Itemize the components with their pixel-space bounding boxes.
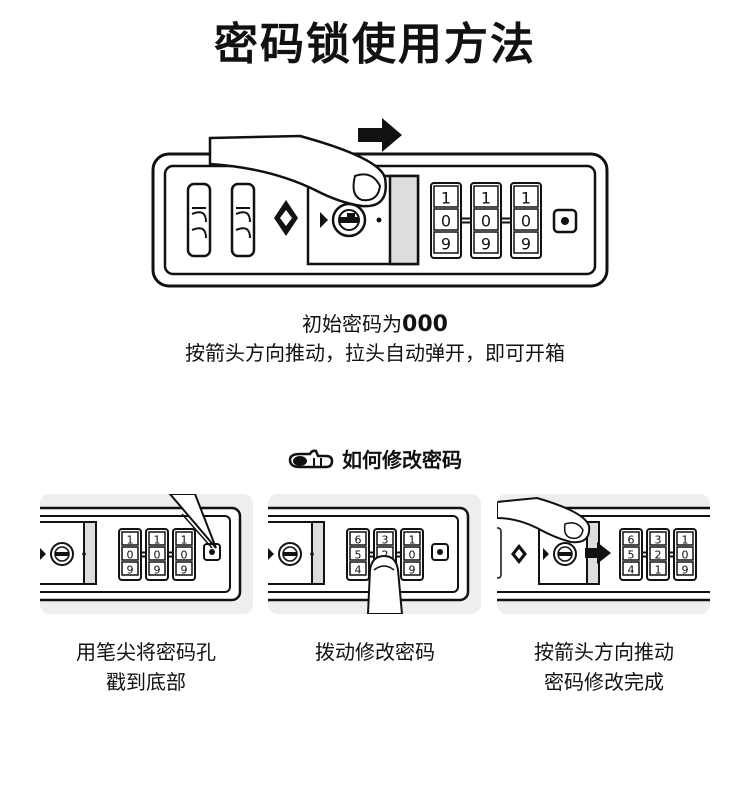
finger-icon <box>208 134 387 208</box>
page-title: 密码锁使用方法 <box>214 19 536 70</box>
step-2-caption: 拨动修改密码 <box>255 637 495 667</box>
dial-wheel-3[interactable]: 1 0 9 <box>172 528 196 581</box>
dial-wheel-2[interactable]: 1 0 9 <box>145 528 173 581</box>
pointing-hand-icon <box>288 448 334 475</box>
dial-digit: 3 <box>382 533 389 546</box>
step-2-caption-line1: 拨动修改密码 <box>315 640 435 664</box>
dial-digit: 5 <box>628 548 635 561</box>
dial-digit: 1 <box>127 533 134 546</box>
step-3-caption: 按箭头方向推动 密码修改完成 <box>484 637 724 697</box>
dial-wheel-1[interactable]: 6 5 4 <box>619 528 647 581</box>
step-1-caption-line2: 戳到底部 <box>106 670 186 694</box>
dial-digit: 9 <box>481 234 491 253</box>
diamond-logo-icon <box>274 200 298 236</box>
dial-wheel-1[interactable]: 1 0 9 <box>430 182 471 259</box>
step-3-caption-line1: 按箭头方向推动 <box>534 640 674 664</box>
zipper-slider-left <box>186 182 212 258</box>
dial-wheel-3[interactable]: 1 0 9 <box>510 182 542 259</box>
step-2-panel: 6 5 4 3 2 11 0 9 <box>268 494 481 614</box>
dial-digit: 9 <box>521 234 531 253</box>
dial-digit: 0 <box>181 548 188 561</box>
keyhole-icon <box>553 542 577 566</box>
initial-code: 000 <box>402 312 448 337</box>
dial-digit: 4 <box>628 563 635 576</box>
dial-wheel-1[interactable]: 1 0 9 <box>118 528 146 581</box>
dial-digit: 1 <box>154 533 161 546</box>
main-lock-illustration: 1 0 9 1 0 9 1 0 9 <box>151 118 609 288</box>
finger-icon <box>497 496 591 544</box>
dial-digit: 3 <box>655 533 662 546</box>
intro-caption: 初始密码为000 按箭头方向推动，拉头自动弹开，即可开箱 <box>0 310 750 368</box>
dial-digit: 9 <box>127 563 134 576</box>
keyhole-icon <box>278 542 302 566</box>
keyhole-icon <box>50 542 74 566</box>
push-arrow-icon <box>585 542 611 564</box>
diamond-logo-icon <box>511 544 527 564</box>
dial-digit: 1 <box>409 533 416 546</box>
dial-digit: 4 <box>355 563 362 576</box>
dial-digit: 9 <box>682 563 689 576</box>
step-1-caption-line1: 用笔尖将密码孔 <box>76 640 216 664</box>
section-title-row: 如何修改密码 <box>0 444 750 475</box>
reset-hole-icon <box>552 208 578 234</box>
push-arrow-icon <box>358 118 402 152</box>
dial-digit: 6 <box>355 533 362 546</box>
dial-digit: 0 <box>682 548 689 561</box>
dial-digit: 0 <box>441 211 451 230</box>
dial-digit: 9 <box>154 563 161 576</box>
dial-digit: 0 <box>481 211 491 230</box>
finger-icon <box>366 554 404 614</box>
dial-digit: 1 <box>441 188 451 207</box>
step-3-caption-line2: 密码修改完成 <box>544 670 664 694</box>
zipper-slider-right <box>230 182 256 258</box>
dial-wheel-2[interactable]: 1 0 9 <box>470 182 511 259</box>
dial-digit: 0 <box>409 548 416 561</box>
keyhole-icon <box>331 202 367 238</box>
dial-wheel-1[interactable]: 6 5 4 <box>346 528 374 581</box>
dial-digit: 5 <box>355 548 362 561</box>
dial-digit: 0 <box>521 211 531 230</box>
step-1-panel: 1 0 9 1 0 9 1 0 9 <box>40 494 253 614</box>
dial-digit: 9 <box>441 234 451 253</box>
dial-digit: 2 <box>382 548 389 561</box>
section-title: 如何修改密码 <box>342 448 462 472</box>
dial-digit: 1 <box>655 563 662 576</box>
dial-digit: 2 <box>655 548 662 561</box>
dial-digit: 1 <box>682 533 689 546</box>
dial-digit: 1 <box>181 533 188 546</box>
dial-digit: 6 <box>628 533 635 546</box>
intro-text: 初始密码为 <box>302 312 403 336</box>
dial-wheel-2[interactable]: 3 2 1 <box>646 528 674 581</box>
dial-digit: 1 <box>481 188 491 207</box>
small-arrow-icon <box>320 212 328 228</box>
step-3-panel: 6 5 4 3 2 1 1 0 9 <box>497 494 710 614</box>
dial-wheel-3[interactable]: 1 0 9 <box>673 528 697 581</box>
intro-instruction: 按箭头方向推动，拉头自动弹开，即可开箱 <box>185 341 565 365</box>
dial-digit: 0 <box>127 548 134 561</box>
dial-digit: 9 <box>181 563 188 576</box>
pen-tip-icon <box>168 494 217 549</box>
step-1-caption: 用笔尖将密码孔 戳到底部 <box>26 637 266 697</box>
dial-digit: 0 <box>154 548 161 561</box>
dial-digit: 1 <box>521 188 531 207</box>
dial-wheel-3[interactable]: 1 0 9 <box>400 528 424 581</box>
dial-digit: 9 <box>409 563 416 576</box>
